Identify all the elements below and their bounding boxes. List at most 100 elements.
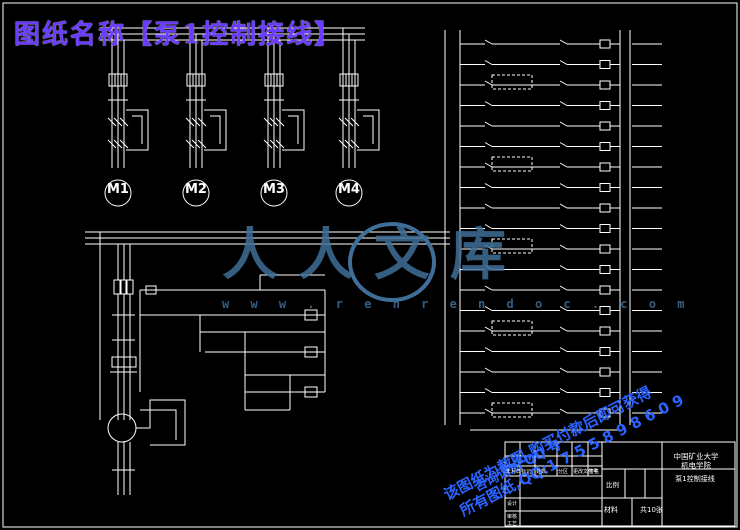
branch-fuse [351,73,359,87]
ladder-rung-11 [460,238,662,254]
ladder-rung-3 [460,74,662,90]
title-block-row-label-1: 处数 [536,469,547,475]
title-block-row-label-3: 更改文件号 [573,469,599,475]
rung-contact [484,224,493,229]
rung-coil [599,162,611,172]
branch-reverse-loop [282,109,305,151]
rung-contact [484,347,493,352]
rung-contact [559,265,568,270]
rung-coil [599,183,611,192]
branch-contact [269,139,279,149]
rung-interlock-box [491,74,533,90]
branch-contact [119,139,129,149]
title-block-left-label-0: 设计 [507,501,518,507]
motor-label-m2: M2 [185,182,207,197]
rung-contact [559,285,568,291]
branch-contact [113,117,123,127]
rung-contact [484,244,493,250]
title-block [504,441,736,527]
college-name: 机电学院 [681,461,711,470]
watermark-text: 人人文库 [222,222,526,288]
rung-contact [559,408,568,414]
rung-contact [559,347,568,352]
branch-contact [344,117,354,127]
ladder-rung-15 [460,320,662,336]
rung-coil [599,244,611,254]
rung-coil [599,121,611,131]
rung-contact [559,80,568,86]
rung-contact [559,162,568,168]
rung-contact [484,408,493,414]
branch-contact [269,117,279,127]
branch-reverse-loop [204,109,227,151]
rung-contact [559,203,568,209]
ladder-rung-9 [460,203,662,213]
rung-interlock-box [491,238,533,254]
rung-contact [484,326,493,332]
branch-reverse-inner [132,115,143,144]
ladder-rung-6 [460,142,662,151]
branch-reverse-inner [363,115,374,144]
rung-coil [599,203,611,213]
motor-symbol [182,179,210,207]
right-ladder-diagram [444,30,662,431]
watermark-url: w w w . r e n r e n d o c . c o m [222,297,692,311]
branch-reverse-inner [210,115,221,144]
rung-coil [599,39,611,49]
motor-branch-1 [104,28,149,207]
rung-contact [559,244,568,250]
ladder-rung-12 [460,265,662,274]
title-block-row-label-0: 标记 [521,469,532,475]
rung-contact [559,367,568,373]
rung-contact [484,80,493,86]
motor-label-m3: M3 [263,182,285,197]
motor-symbol [335,179,363,207]
branch-contact [191,117,201,127]
motor-branch-2 [182,28,227,207]
branch-contact [275,139,285,149]
rung-coil [599,388,611,397]
rung-coil [599,285,611,295]
rung-contact [559,101,568,106]
motor-label-m1: M1 [107,182,129,197]
ladder-rung-8 [460,183,662,192]
rung-interlock-box [491,402,533,418]
rung-contact [484,367,493,373]
rung-coil [599,326,611,336]
branch-contact [185,139,195,149]
ladder-rung-10 [460,224,662,233]
rung-contact [559,60,568,65]
branch-contact [350,139,360,149]
title-block-row-label-5: 年月日 [506,469,522,475]
motor-branch-3 [260,28,305,207]
rung-contact [484,142,493,147]
rung-coil [599,224,611,233]
title-block-sheet-count: 共10张 [640,506,663,514]
ladder-rung-13 [460,285,662,295]
branch-fuse [198,73,206,87]
title-block-scale-label: 比例 [606,481,619,489]
rung-contact [559,388,568,393]
rung-contact [484,265,493,270]
branch-contact [197,117,207,127]
branch-contact [263,117,273,127]
ladder-rung-1 [460,39,662,49]
rung-contact [484,101,493,106]
branch-contact [185,117,195,127]
ladder-rung-5 [460,121,662,131]
branch-contact [338,117,348,127]
rung-coil [599,60,611,69]
branch-contact [197,139,207,149]
motor-symbol [104,179,132,207]
rung-contact [559,142,568,147]
rung-contact [484,162,493,168]
ladder-rung-7 [460,156,662,172]
motor-symbol [260,179,288,207]
branch-reverse-loop [126,109,149,151]
rung-contact [484,39,493,45]
rung-contact [484,60,493,65]
branch-contact [275,117,285,127]
rung-contact [559,39,568,45]
rung-coil [599,265,611,274]
